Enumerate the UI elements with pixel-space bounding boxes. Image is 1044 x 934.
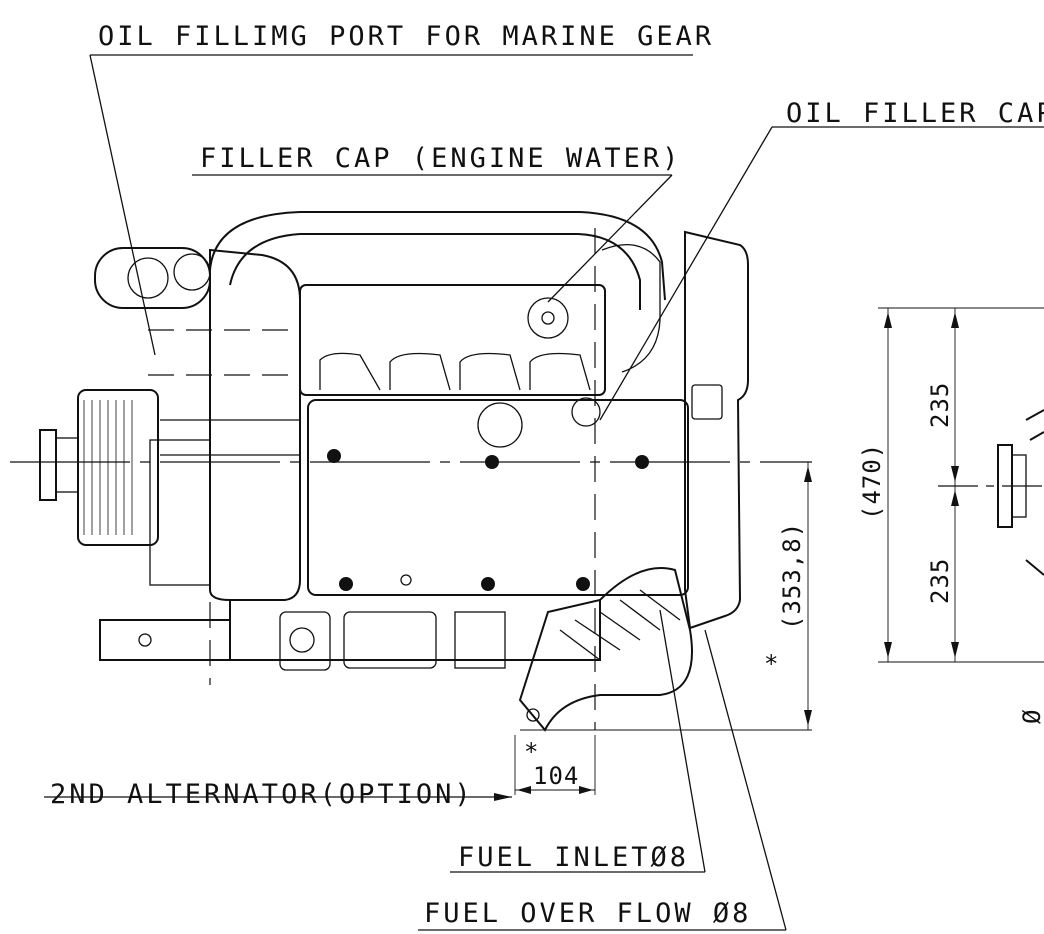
filler-cap-engine-water	[527, 297, 569, 339]
flywheel-housing	[684, 230, 749, 630]
bolt-7	[400, 574, 412, 586]
front-mount-foot	[99, 619, 231, 661]
side-diameter-label: Ø	[1018, 709, 1044, 724]
dim-height-offset: (353,8) *	[520, 462, 812, 731]
side-engine-edge	[1025, 409, 1044, 576]
bolt-4	[339, 577, 353, 591]
side-view: (470) 235 235 Ø	[858, 307, 1044, 724]
valve-cover-ribs	[319, 352, 591, 391]
fuel-pump-details	[559, 589, 681, 661]
dim-height-arrow-top	[804, 466, 812, 482]
side-dim-235-arrow-mid-up	[951, 466, 959, 482]
callout-second-alternator: 2ND ALTERNATOR(OPTION)	[50, 779, 474, 810]
engine-body	[39, 211, 749, 732]
housing-inspection-plate	[691, 384, 723, 420]
alternator-fins	[83, 400, 133, 535]
front-alternator	[77, 389, 159, 546]
side-dim-235-arrow-bottom	[951, 642, 959, 658]
second-alternator-mount	[526, 708, 540, 722]
cylinder-block	[307, 399, 689, 596]
starter-motor	[343, 611, 437, 669]
bolt-3	[635, 455, 649, 469]
intake-port-1	[127, 257, 169, 299]
oil-filter	[454, 611, 506, 669]
pulley-hub	[55, 437, 79, 493]
side-dim-lower-value: 235	[926, 558, 954, 604]
fuel-filter	[279, 611, 331, 671]
filler-cap-center	[541, 311, 555, 325]
star-marker-right: *	[764, 650, 779, 678]
side-dim-235-arrow-top	[951, 312, 959, 328]
mount-hole	[138, 633, 152, 647]
bolt-5	[481, 577, 495, 591]
front-pulley	[39, 429, 57, 501]
manifold-flange	[160, 419, 300, 456]
leader-oil-filling-port	[89, 54, 156, 356]
oil-pan	[229, 600, 601, 661]
fuel-filter-cap	[289, 627, 315, 653]
top-exhaust-pipe-inner	[229, 233, 641, 310]
dim-height-value: (353,8)	[778, 522, 806, 630]
rear-exhaust-elbow	[601, 244, 661, 373]
second-alternator-arrow	[494, 793, 512, 801]
side-dim-470-value: (470)	[858, 443, 886, 520]
side-dim-upper-value: 235	[926, 382, 954, 428]
top-exhaust-pipe	[209, 211, 666, 301]
intake-port-2	[173, 253, 211, 291]
callout-oil-filling-port: OIL FILLIMG PORT FOR MARINE GEAR	[98, 21, 714, 52]
side-pulley-hub	[1011, 454, 1027, 518]
dim-104-value: 104	[533, 762, 579, 790]
exhaust-manifold	[209, 248, 301, 601]
intake-silencer	[94, 247, 211, 309]
callout-oil-filler-cap: OIL FILLER CAP	[786, 98, 1044, 129]
bolt-1	[327, 449, 341, 463]
bolt-2	[485, 455, 499, 469]
water-pump-housing	[149, 439, 211, 586]
dim-104-arrow-right	[579, 786, 593, 794]
dim-104-arrow-left	[517, 786, 531, 794]
oil-filler-cap-shape	[571, 397, 601, 427]
dim-height-arrow-bottom	[804, 710, 812, 726]
valve-cover	[299, 284, 606, 396]
leader-fuel-overflow	[704, 629, 787, 931]
callout-fuel-inlet: FUEL INLETØ8	[458, 842, 689, 873]
callout-fuel-overflow: FUEL OVER FLOW Ø8	[424, 898, 751, 929]
side-dim-470-arrow-bottom	[884, 642, 892, 658]
star-marker-left: *	[524, 738, 539, 766]
side-dim-235-arrow-mid-down	[951, 490, 959, 506]
fuel-injection-pump	[518, 567, 693, 732]
leader-filler-cap	[547, 174, 673, 303]
bolt-6	[576, 577, 590, 591]
side-dim-470-arrow-top	[884, 312, 892, 328]
dim-alternator-width: 104 *	[514, 735, 596, 795]
block-boss	[477, 402, 523, 448]
callout-filler-cap-engine-water: FILLER CAP (ENGINE WATER)	[200, 143, 681, 174]
leader-fuel-inlet	[659, 609, 706, 873]
